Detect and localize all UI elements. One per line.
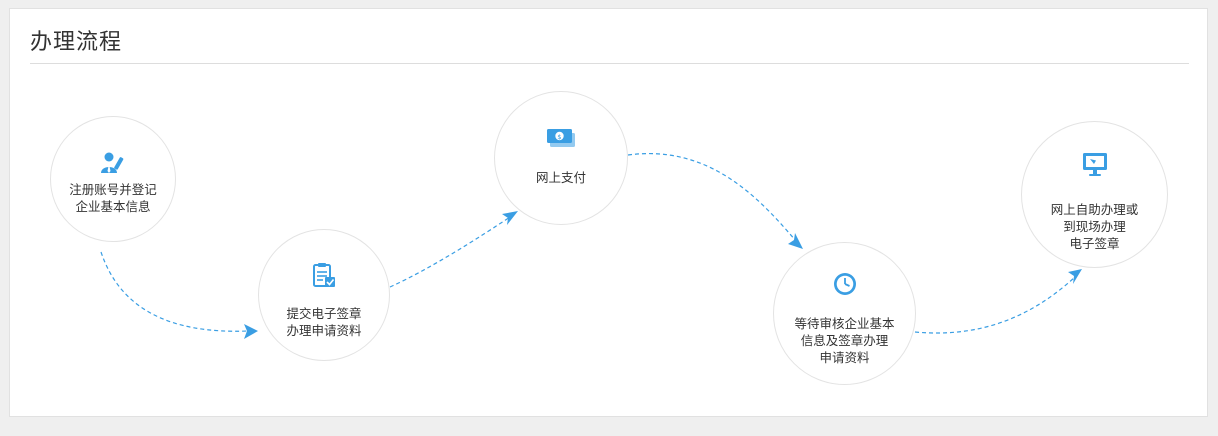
section-title: 办理流程 bbox=[30, 30, 123, 55]
clock-icon bbox=[832, 271, 858, 301]
svg-text:$: $ bbox=[557, 133, 561, 141]
connector-2-3 bbox=[389, 216, 511, 288]
flow-connectors bbox=[100, 153, 1082, 339]
step-process: 网上自助办理或 到现场办理 电子签章 bbox=[1021, 121, 1168, 268]
connector-3-4 bbox=[627, 153, 797, 242]
process-panel: 办理流程 注册账号并登记 企业基本信息 bbox=[9, 8, 1208, 417]
step-register-label: 注册账号并登记 企业基本信息 bbox=[69, 182, 157, 214]
step-submit-label: 提交电子签章 办理申请资料 bbox=[286, 306, 362, 338]
arrowhead-3 bbox=[788, 233, 803, 249]
arrowhead-4 bbox=[1068, 269, 1082, 284]
step-review: 等待审核企业基本 信息及签章办理 申请资料 bbox=[773, 242, 916, 385]
monitor-icon bbox=[1081, 151, 1109, 181]
connector-1-2 bbox=[100, 251, 249, 332]
money-banknote-icon: $ bbox=[545, 127, 577, 153]
arrowhead-1 bbox=[244, 324, 258, 339]
step-pay-label: 网上支付 bbox=[535, 170, 586, 185]
arrowhead-2 bbox=[502, 211, 518, 225]
step-process-label: 网上自助办理或 到现场办理 电子签章 bbox=[1050, 202, 1139, 251]
step-submit: 提交电子签章 办理申请资料 bbox=[258, 229, 390, 361]
user-register-icon bbox=[100, 151, 126, 179]
checklist-document-icon bbox=[312, 262, 336, 292]
step-pay: $ 网上支付 bbox=[494, 91, 628, 225]
title-divider bbox=[30, 63, 1189, 64]
step-register: 注册账号并登记 企业基本信息 bbox=[50, 116, 176, 242]
step-review-label: 等待审核企业基本 信息及签章办理 申请资料 bbox=[794, 316, 895, 365]
connector-4-5 bbox=[914, 276, 1076, 334]
